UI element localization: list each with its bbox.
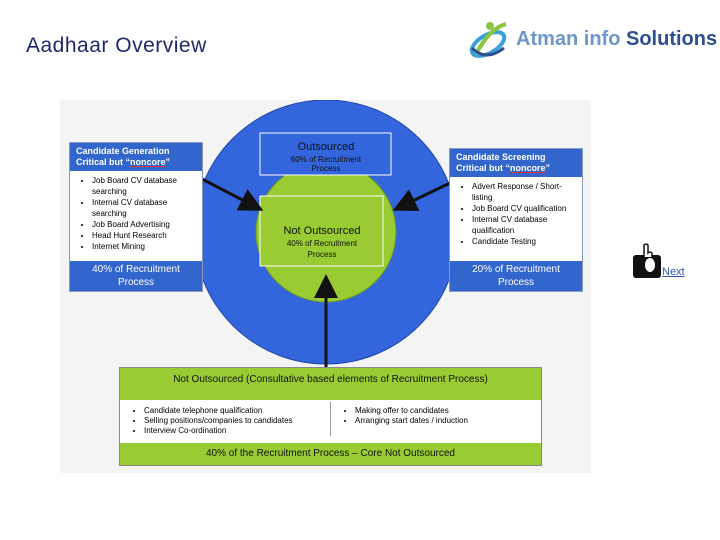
- list-item: Selling positions/companies to candidate…: [144, 416, 326, 426]
- list-item: Head Hunt Research: [92, 230, 198, 241]
- outsourced-subtitle1: 60% of Recruitment: [291, 155, 362, 164]
- not-outsourced-label-frame: [259, 195, 384, 267]
- candidate-generation-list: Job Board CV database searching Internal…: [70, 171, 202, 254]
- left-arrow: [199, 176, 264, 211]
- list-item: Candidate telephone qualification: [144, 406, 326, 416]
- core-not-outsourced-header: Not Outsourced (Consultative based eleme…: [120, 368, 541, 400]
- logo-text-part2: Solutions: [626, 28, 718, 50]
- candidate-screening-header-line2: Critical but “noncore”: [456, 163, 551, 173]
- core-left-list: Candidate telephone qualification Sellin…: [120, 402, 331, 436]
- candidate-generation-header-line2: Critical but “noncore”: [76, 157, 171, 167]
- candidate-generation-header-line1: Candidate Generation: [76, 146, 170, 156]
- candidate-generation-header: Candidate Generation Critical but “nonco…: [70, 143, 202, 171]
- list-item: Making offer to candidates: [355, 406, 537, 416]
- list-item: Advert Response / Short-listing: [472, 181, 578, 203]
- circle-graphic: Outsourced 60% of Recruitment Process No…: [193, 100, 459, 368]
- candidate-generation-footer: 40% of Recruitment Process: [70, 261, 202, 291]
- logo-text-part1: Atman info: [516, 28, 626, 50]
- logo-swirl-icon: [469, 22, 507, 58]
- core-right-list: Making offer to candidates Arranging sta…: [331, 402, 541, 436]
- candidate-screening-box: Candidate Screening Critical but “noncor…: [449, 148, 583, 292]
- logo-text: Atman info Solutions: [516, 28, 717, 51]
- list-item: Job Board CV database searching: [92, 175, 198, 197]
- list-item: Internal CV database searching: [92, 197, 198, 219]
- candidate-generation-box: Candidate Generation Critical but “nonco…: [69, 142, 203, 292]
- core-not-outsourced-footer: 40% of the Recruitment Process – Core No…: [120, 443, 541, 465]
- not-outsourced-subtitle1: 40% of Recruitment: [287, 239, 358, 248]
- core-not-outsourced-columns: Candidate telephone qualification Sellin…: [120, 400, 541, 436]
- candidate-screening-list: Advert Response / Short-listing Job Boar…: [450, 177, 582, 249]
- list-item: Job Board CV qualification: [472, 203, 578, 214]
- list-item: Job Board Advertising: [92, 219, 198, 230]
- company-logo: Atman info Solutions: [466, 18, 717, 66]
- core-not-outsourced-box: Not Outsourced (Consultative based eleme…: [119, 367, 542, 466]
- candidate-screening-header-line1: Candidate Screening: [456, 152, 546, 162]
- candidate-screening-footer: 20% of Recruitment Process: [450, 261, 582, 291]
- list-item: Internet Mining: [92, 241, 198, 252]
- next-link[interactable]: Next: [662, 266, 685, 278]
- list-item: Candidate Testing: [472, 236, 578, 247]
- not-outsourced-subtitle2: Process: [308, 250, 337, 259]
- not-outsourced-title: Not Outsourced: [283, 225, 360, 237]
- page-title: Aadhaar Overview: [26, 34, 207, 57]
- outsourced-title: Outsourced: [298, 141, 355, 153]
- outsourced-label-frame: [259, 132, 392, 176]
- list-item: Internal CV database qualification: [472, 214, 578, 236]
- list-item: Interview Co-ordination: [144, 426, 326, 436]
- list-item: Arranging start dates / induction: [355, 416, 537, 426]
- hand-pointer-icon[interactable]: [632, 243, 662, 279]
- right-arrow: [392, 180, 453, 212]
- candidate-screening-header: Candidate Screening Critical but “noncor…: [450, 149, 582, 177]
- outsourced-subtitle2: Process: [312, 164, 341, 173]
